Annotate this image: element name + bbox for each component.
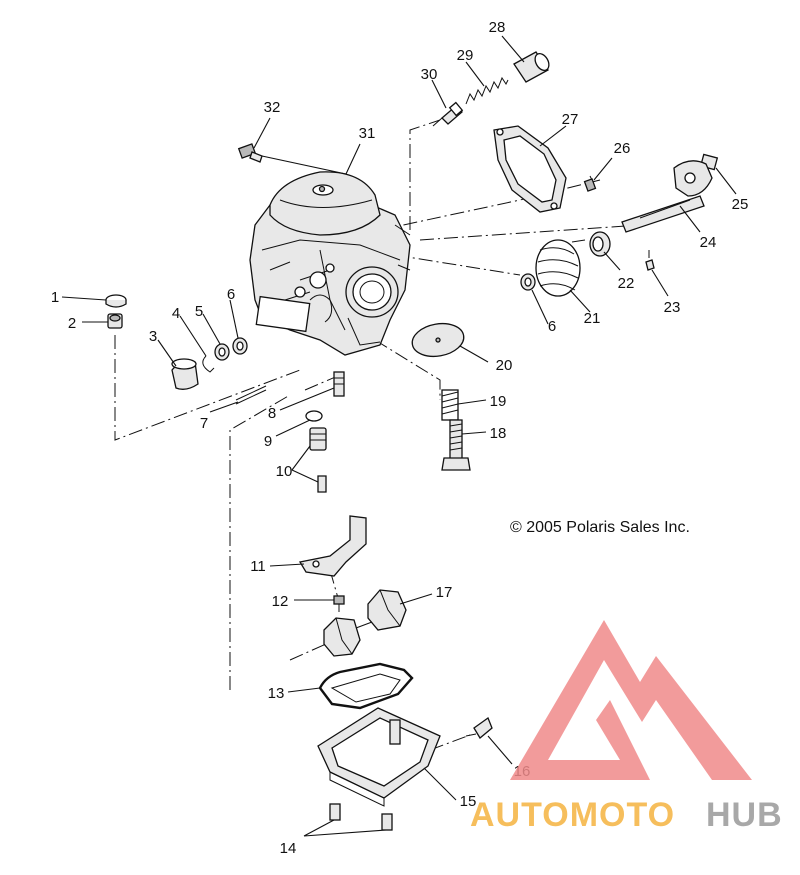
callout-18: 18 [490, 425, 507, 442]
callout-21: 21 [584, 310, 601, 327]
carburetor-body [249, 194, 411, 356]
callout-1: 1 [51, 289, 59, 306]
needle-valve-part-10 [309, 427, 327, 493]
bracket-part-11 [298, 515, 367, 577]
callout-26: 26 [614, 140, 631, 157]
cup-part-3 [171, 358, 199, 390]
callout-30: 30 [421, 66, 438, 83]
callout-15: 15 [460, 793, 477, 810]
callout-10: 10 [276, 463, 293, 480]
float-bowl-part-15 [317, 707, 441, 807]
washer-part-5 [214, 343, 230, 361]
spring-part-29 [465, 76, 509, 105]
screw-part-16 [465, 716, 493, 739]
callout-14: 14 [280, 840, 297, 857]
cap-part-1 [105, 294, 127, 308]
callout-27: 27 [562, 111, 579, 128]
screw-part-12 [333, 595, 345, 612]
torsion-spring-part-21 [535, 239, 586, 297]
callout-13: 13 [268, 685, 285, 702]
callout-22: 22 [618, 275, 635, 292]
callout-24: 24 [700, 234, 717, 251]
callout-9: 9 [264, 433, 272, 450]
callout-23: 23 [664, 299, 681, 316]
watermark-brand-a: AUTOMOTO [470, 796, 675, 834]
seal-part-6-left [232, 337, 248, 355]
copyright-text: © 2005 Polaris Sales Inc. [510, 519, 690, 536]
watermark-logo: AUTOMOTO HUB [470, 620, 783, 834]
callout-7: 7 [200, 415, 208, 432]
gasket-part-27 [493, 125, 567, 213]
callout-4: 4 [172, 305, 180, 322]
throttle-shaft-part-24 [621, 160, 713, 233]
watermark-triangle-mark [510, 620, 752, 780]
screws-part-14 [329, 803, 393, 831]
float-left [323, 617, 373, 657]
callout-32: 32 [264, 99, 281, 116]
callout-28: 28 [489, 19, 506, 36]
callout-labels: 1 2 3 4 5 6 7 8 9 10 11 12 13 14 15 16 1… [51, 19, 749, 857]
screw-part-26 [583, 175, 597, 192]
callout-3: 3 [149, 328, 157, 345]
callout-29: 29 [457, 47, 474, 64]
callout-19: 19 [490, 393, 507, 410]
diaphragm-plate-part-20 [411, 322, 465, 358]
callout-20: 20 [496, 357, 513, 374]
washer-part-22 [589, 231, 611, 257]
callout-17: 17 [436, 584, 453, 601]
screw-part-32 [237, 143, 263, 163]
plunger-cap-part-28 [513, 51, 550, 83]
top-cover-part-31 [269, 171, 381, 236]
o-ring-part-9 [305, 410, 323, 422]
pin-part-7 [235, 385, 267, 405]
alignment-lines [114, 119, 641, 751]
callout-5: 5 [195, 303, 203, 320]
clip-part-4 [202, 355, 215, 373]
callout-25: 25 [732, 196, 749, 213]
float-part-17 [367, 589, 407, 631]
gasket-part-13 [318, 662, 414, 710]
jet-needle-part-30 [432, 101, 464, 127]
spring-part-19 [441, 389, 459, 421]
nut-part-2 [107, 313, 123, 329]
leader-lines [61, 35, 737, 837]
jet-part-8 [333, 371, 345, 397]
callout-11: 11 [250, 558, 266, 575]
callout-31: 31 [359, 125, 376, 142]
watermark-brand-b: HUB [706, 796, 783, 834]
callout-6: 6 [227, 286, 235, 303]
seal-part-6-right [520, 273, 536, 291]
screw-part-23 [645, 250, 655, 271]
callout-8: 8 [268, 405, 276, 422]
callout-6-right: 6 [548, 318, 556, 335]
callout-12: 12 [272, 593, 289, 610]
jet-screw-part-18 [441, 419, 471, 471]
callout-2: 2 [68, 315, 76, 332]
